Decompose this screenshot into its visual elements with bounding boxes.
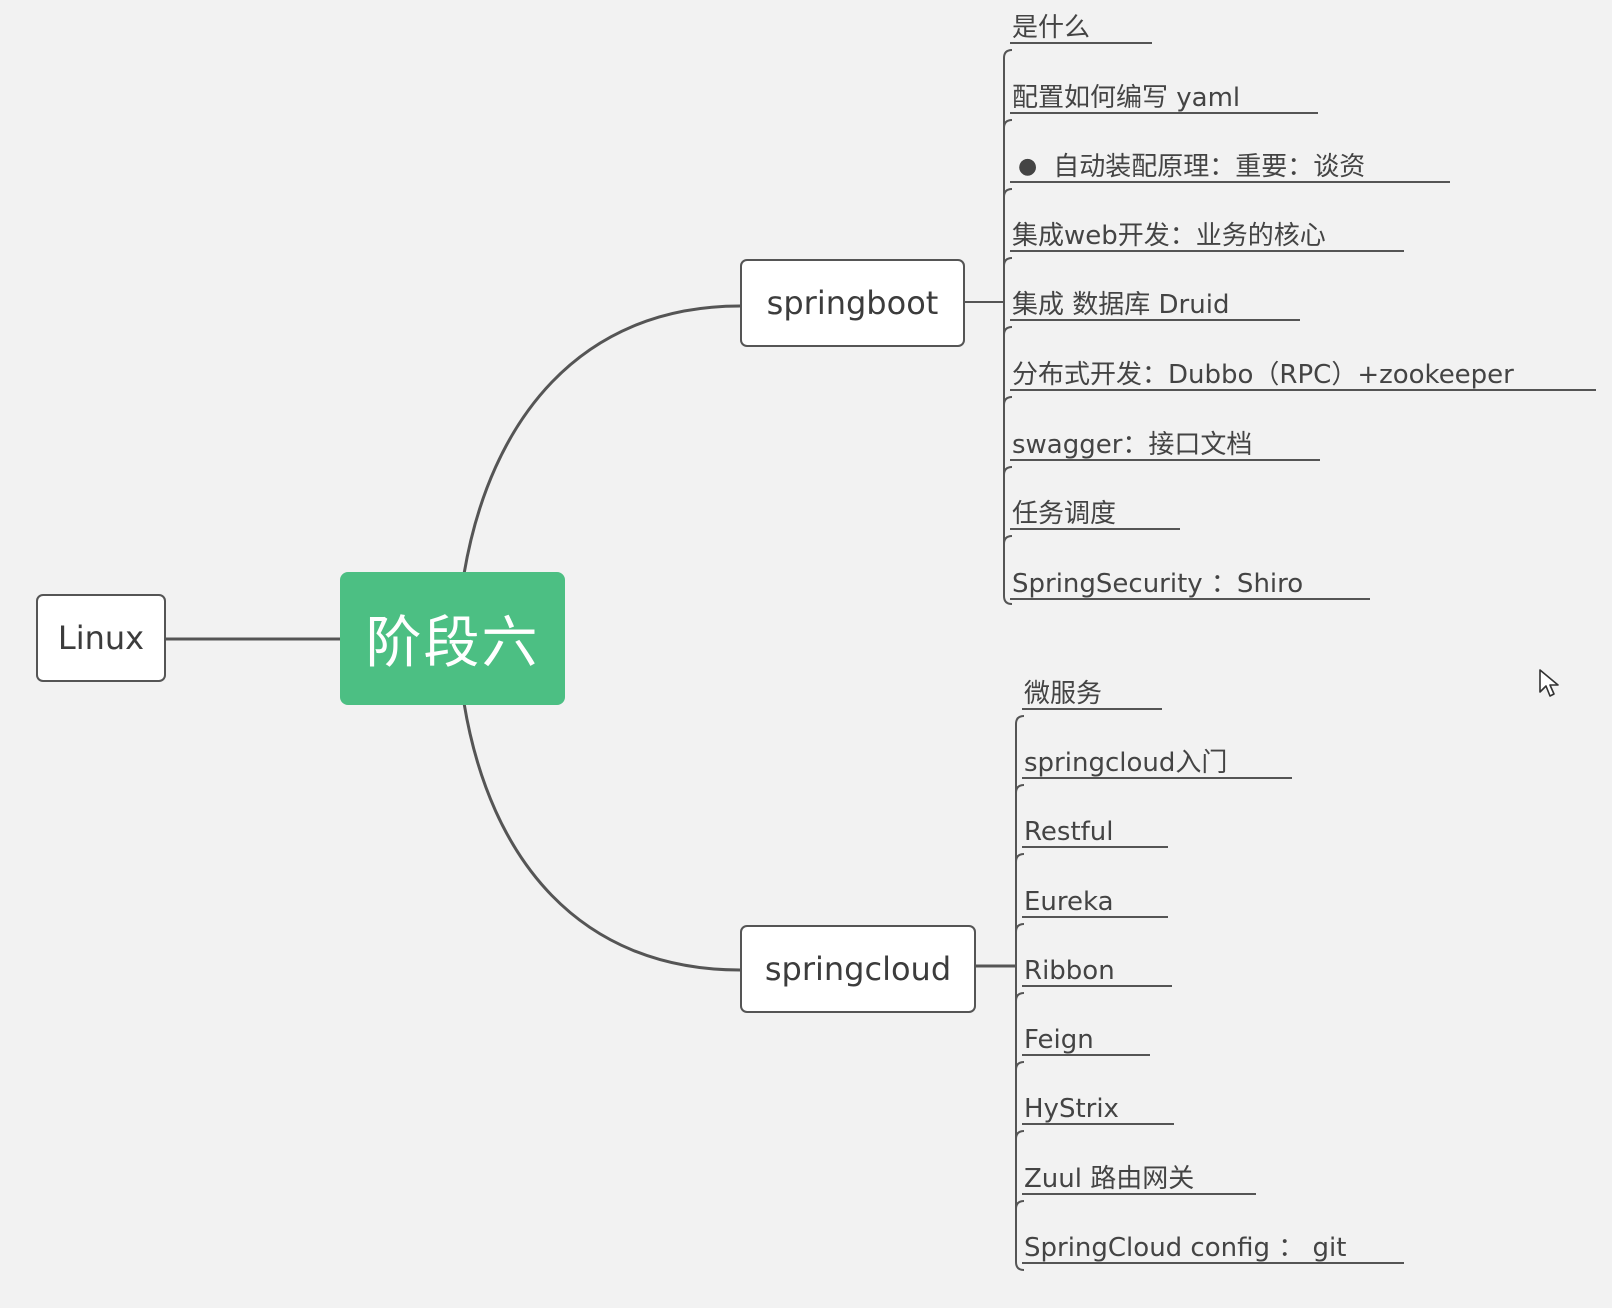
- link-central-springboot: [462, 304, 741, 575]
- topic-springcloud[interactable]: springcloud: [740, 925, 976, 1013]
- springcloud-item[interactable]: Restful: [1022, 816, 1168, 848]
- springcloud-item[interactable]: Feign: [1022, 1024, 1150, 1056]
- springcloud-item[interactable]: HyStrix: [1022, 1093, 1174, 1125]
- leaf-label: Eureka: [1024, 887, 1114, 917]
- leaf-label: 是什么: [1012, 13, 1091, 43]
- springboot-item[interactable]: swagger：接口文档: [1010, 429, 1320, 461]
- leaf-label: Ribbon: [1024, 956, 1115, 986]
- link-central-springcloud: [462, 702, 741, 972]
- leaf-label: 分布式开发：Dubbo（RPC）+zookeeper: [1012, 360, 1514, 390]
- leaf-label: swagger：接口文档: [1012, 430, 1253, 460]
- springboot-item[interactable]: SpringSecurity ：Shiro: [1010, 568, 1370, 600]
- springcloud-item[interactable]: springcloud入门: [1022, 747, 1292, 779]
- leaf-label: 集成 数据库 Druid: [1012, 290, 1230, 320]
- springcloud-item[interactable]: Zuul 路由网关: [1022, 1163, 1256, 1195]
- leaf-label: 自动装配原理：重要：谈资: [1053, 152, 1366, 182]
- mouse-pointer-icon: [1539, 669, 1559, 697]
- springcloud-item[interactable]: Eureka: [1022, 886, 1168, 918]
- springboot-item[interactable]: ● 自动装配原理：重要：谈资: [1010, 151, 1450, 183]
- springboot-item[interactable]: 集成web开发：业务的核心: [1010, 220, 1404, 252]
- springboot-item[interactable]: 是什么: [1010, 12, 1152, 44]
- springboot-item[interactable]: 集成 数据库 Druid: [1010, 289, 1300, 321]
- topic-springboot[interactable]: springboot: [740, 259, 965, 347]
- central-topic[interactable]: 阶段六: [340, 572, 565, 705]
- springboot-item[interactable]: 配置如何编写 yaml: [1010, 82, 1318, 114]
- springcloud-item[interactable]: SpringCloud config ： git: [1022, 1232, 1404, 1264]
- leaf-label: 配置如何编写 yaml: [1012, 83, 1241, 113]
- leaf-label: Feign: [1024, 1025, 1094, 1055]
- bullet-icon: ●: [1018, 154, 1038, 179]
- springcloud-bracket: [1015, 715, 1025, 1271]
- springboot-bracket: [1003, 49, 1013, 605]
- leaf-label: HyStrix: [1024, 1094, 1119, 1124]
- springcloud-leaf-stubs: [1015, 784, 1025, 1210]
- springboot-item[interactable]: 任务调度: [1010, 498, 1180, 530]
- leaf-label: 集成web开发：业务的核心: [1012, 221, 1326, 251]
- leaf-label: Restful: [1024, 817, 1114, 847]
- leaf-label: springcloud入门: [1024, 748, 1228, 778]
- springcloud-item[interactable]: 微服务: [1022, 678, 1162, 710]
- leaf-label: SpringCloud config ： git: [1024, 1233, 1347, 1263]
- leaf-label: 任务调度: [1012, 499, 1117, 529]
- leaf-label: 微服务: [1024, 679, 1103, 709]
- leaf-label: Zuul 路由网关: [1024, 1164, 1195, 1194]
- leaf-label: SpringSecurity ：Shiro: [1012, 569, 1304, 599]
- springboot-item[interactable]: 分布式开发：Dubbo（RPC）+zookeeper: [1010, 359, 1596, 391]
- topic-linux[interactable]: Linux: [36, 594, 166, 682]
- springboot-leaf-stubs: [1003, 119, 1013, 545]
- springcloud-item[interactable]: Ribbon: [1022, 955, 1172, 987]
